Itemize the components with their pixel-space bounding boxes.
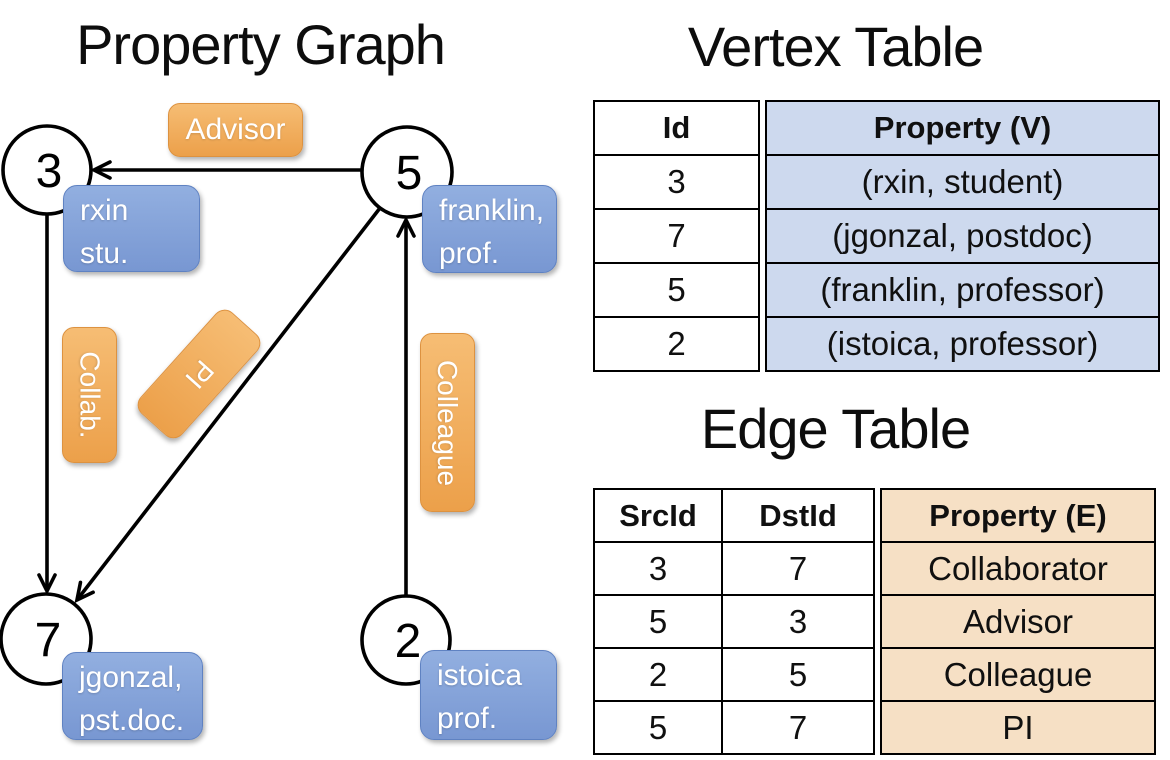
vertex-property-line: franklin,	[439, 194, 545, 227]
edge-table-id-columns: SrcId DstId 3 7 5 3 2 5 5 7	[593, 488, 875, 755]
edge-table-title: Edge Table	[700, 397, 971, 460]
vertex-table-title: Vertex Table	[687, 15, 984, 78]
edge-table-cell-src: 5	[593, 700, 723, 755]
vertex-property-box-istoica: istoica prof.	[420, 650, 557, 740]
edge-table-cell-dst: 7	[721, 541, 875, 596]
edge-table-cell-dst: 7	[721, 700, 875, 755]
vertex-property-box-rxin: rxin stu.	[63, 185, 200, 272]
property-graph-panel: 3 5 7 2 rxin stu. franklin, prof. jgonza…	[0, 103, 557, 740]
edge-table-property-column: Property (E) Collaborator Advisor Collea…	[880, 488, 1156, 755]
edge-table-cell-property: Collaborator	[880, 541, 1156, 596]
vertex-property-line: prof.	[437, 702, 498, 735]
edge-label-colleague: Colleague	[420, 333, 475, 512]
vertex-table-property-column: Property (V) (rxin, student) (jgonzal, p…	[765, 100, 1160, 372]
edge-table-cell-src: 3	[593, 541, 723, 596]
edge-table-cell-property: PI	[880, 700, 1156, 755]
edge-table-header-srcid: SrcId	[593, 488, 723, 543]
edge-table-header-property: Property (E)	[880, 488, 1156, 543]
vertex-property-box-franklin: franklin, prof.	[422, 185, 557, 273]
edge-label-text: PI	[178, 354, 220, 395]
edge-table-header-dstid: DstId	[721, 488, 875, 543]
vertex-table-cell-property: (istoica, professor)	[765, 316, 1160, 372]
vertex-table-header-property: Property (V)	[765, 100, 1160, 156]
vertex-id-7: 7	[34, 614, 62, 667]
edge-table-cell-src: 5	[593, 594, 723, 649]
edge-label-advisor: Advisor	[168, 103, 303, 157]
edge-table-cell-dst: 3	[721, 594, 875, 649]
vertex-table-cell-id: 7	[593, 208, 760, 264]
vertex-id-5: 5	[395, 147, 423, 200]
edge-table-cell-property: Colleague	[880, 647, 1156, 702]
edge-label-text: Collab.	[74, 351, 106, 439]
edge-table-cell-dst: 5	[721, 647, 875, 702]
vertex-id-3: 3	[35, 145, 63, 198]
vertex-property-line: jgonzal,	[79, 661, 183, 694]
vertex-id-2: 2	[394, 615, 422, 668]
vertex-table-header-id: Id	[593, 100, 760, 156]
vertex-property-line: stu.	[80, 237, 129, 270]
edge-line-pi-5-to-7	[77, 206, 382, 600]
vertex-property-line: pst.doc.	[79, 704, 185, 737]
vertex-table-cell-property: (jgonzal, postdoc)	[765, 208, 1160, 264]
property-graph-title: Property Graph	[76, 13, 446, 76]
vertex-property-line: istoica	[437, 659, 523, 692]
edge-label-collab: Collab.	[62, 327, 117, 463]
vertex-property-line: prof.	[439, 237, 500, 270]
edge-table-cell-property: Advisor	[880, 594, 1156, 649]
vertex-property-box-jgonzal: jgonzal, pst.doc.	[62, 652, 203, 740]
vertex-table: Id 3 7 5 2 Property (V) (rxin, student) …	[593, 100, 1160, 372]
vertex-table-cell-property: (rxin, student)	[765, 154, 1160, 210]
edge-table: SrcId DstId 3 7 5 3 2 5 5 7 Property (E)…	[593, 488, 1156, 755]
edge-label-text: Advisor	[185, 113, 286, 146]
vertex-table-cell-property: (franklin, professor)	[765, 262, 1160, 318]
vertex-table-cell-id: 5	[593, 262, 760, 318]
vertex-property-line: rxin	[80, 194, 129, 227]
vertex-table-cell-id: 2	[593, 316, 760, 372]
vertex-table-id-column: Id 3 7 5 2	[593, 100, 760, 372]
edge-label-text: Colleague	[432, 359, 464, 486]
vertex-table-cell-id: 3	[593, 154, 760, 210]
edge-table-cell-src: 2	[593, 647, 723, 702]
